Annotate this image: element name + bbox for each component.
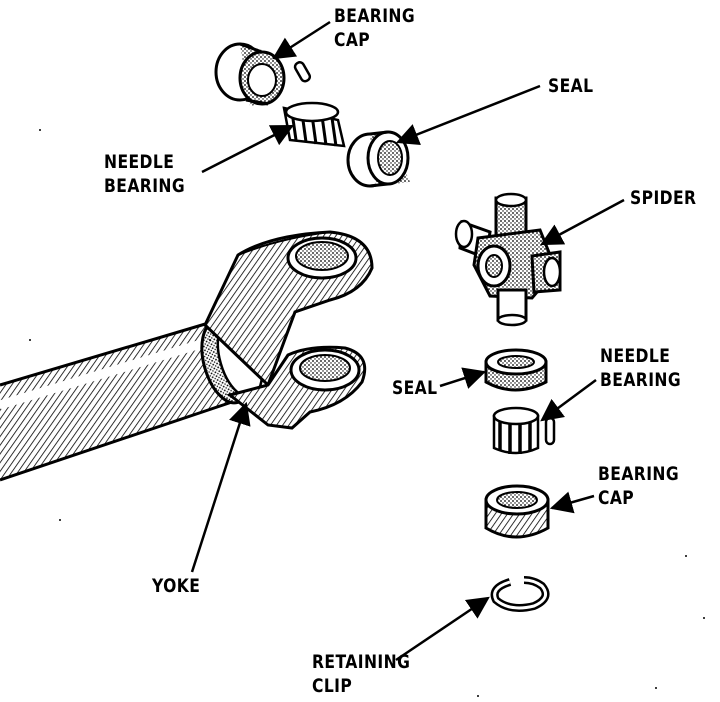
label-retaining-clip: RETAINING CLIP xyxy=(312,651,411,697)
arrow-retaining-clip xyxy=(395,596,490,662)
needle-bearing-bottom-part xyxy=(492,406,556,455)
retaining-clip-part xyxy=(490,576,550,612)
arrow-bearing-cap-bottom xyxy=(549,491,595,514)
arrow-bearing-cap-top xyxy=(272,20,331,60)
arrow-needle-bearing-top xyxy=(201,124,295,174)
arrow-needle-bearing-bottom xyxy=(540,378,597,422)
yoke xyxy=(203,230,374,430)
spider-part xyxy=(454,192,562,327)
label-bearing-cap-bottom: BEARING CAP xyxy=(598,463,680,509)
arrow-spider xyxy=(540,198,625,246)
arrow-seal-bottom xyxy=(439,367,487,389)
label-needle-bearing-bottom: NEEDLE BEARING xyxy=(600,345,682,391)
scan-specks xyxy=(29,129,705,697)
driveshaft-tube xyxy=(0,317,264,482)
label-needle-bearing-top: NEEDLE BEARING xyxy=(104,151,186,197)
bearing-cap-top-part xyxy=(214,42,286,106)
arrow-yoke xyxy=(190,401,251,573)
bearing-cap-bottom-part xyxy=(484,484,550,539)
label-yoke: YOKE xyxy=(152,575,201,597)
label-spider: SPIDER xyxy=(630,187,697,209)
leader-lines xyxy=(190,20,625,662)
seal-top-part xyxy=(346,130,410,188)
label-seal-top: SEAL xyxy=(548,75,594,97)
label-bearing-cap-top: BEARING CAP xyxy=(334,5,416,51)
needle-pin-top xyxy=(293,61,312,83)
seal-bottom-part xyxy=(484,348,548,392)
label-seal-bottom: SEAL xyxy=(392,377,438,399)
needle-bearing-top-part xyxy=(282,101,346,148)
arrow-seal-top xyxy=(395,84,541,146)
